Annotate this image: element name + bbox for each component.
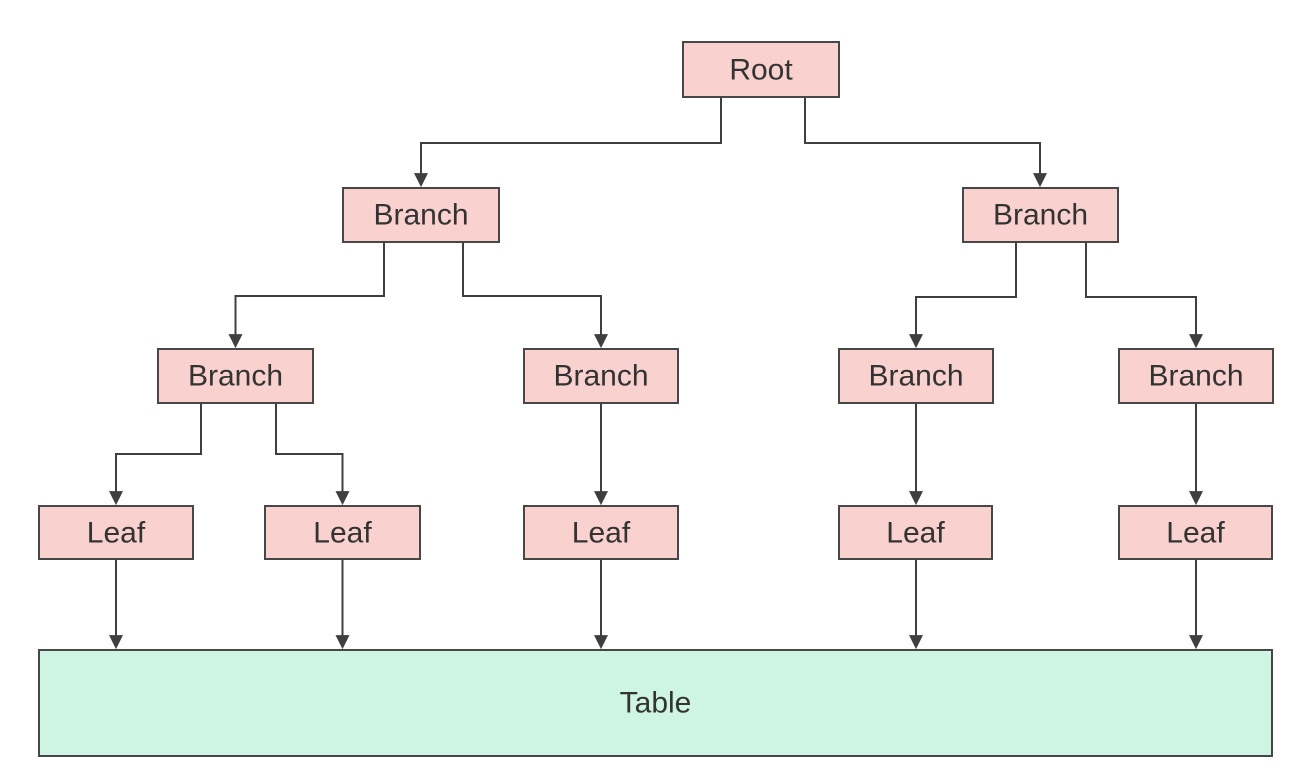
node-branch-right-label: Branch: [993, 199, 1088, 232]
node-leaf-2: Leaf: [264, 505, 421, 560]
node-branch-2-label: Branch: [553, 360, 648, 393]
edge-layer: [109, 97, 1203, 650]
node-leaf-5-label: Leaf: [1166, 517, 1225, 550]
node-branch-left-box: [342, 187, 500, 243]
node-branch-4-box: [1118, 348, 1274, 404]
edge-branch-left-to-branch-1: [228, 242, 385, 349]
node-table-label: Table: [620, 687, 692, 720]
node-leaf-2-box: [264, 505, 421, 560]
node-branch-3-box: [838, 348, 994, 404]
edge-root-to-branch-left: [414, 97, 722, 188]
edge-branch-right-to-branch-3: [909, 242, 1017, 349]
edge-branch-right-to-branch-4: [1085, 242, 1203, 349]
edge-branch-1-to-leaf-1: [109, 403, 202, 506]
node-branch-2-box: [523, 348, 679, 404]
edge-root-to-branch-right: [804, 97, 1047, 188]
node-branch-left: Branch: [342, 187, 500, 243]
node-leaf-1-label: Leaf: [87, 517, 146, 550]
node-root-label: Root: [729, 54, 793, 87]
node-branch-right-box: [962, 187, 1119, 243]
node-branch-right: Branch: [962, 187, 1119, 243]
node-leaf-3: Leaf: [523, 505, 679, 560]
node-branch-3-label: Branch: [868, 360, 963, 393]
node-branch-1: Branch: [157, 348, 314, 404]
node-leaf-3-label: Leaf: [572, 517, 631, 550]
node-branch-2: Branch: [523, 348, 679, 404]
node-leaf-4-box: [838, 505, 993, 560]
node-branch-1-box: [157, 348, 314, 404]
node-branch-4: Branch: [1118, 348, 1274, 404]
node-leaf-5: Leaf: [1118, 505, 1273, 560]
node-leaf-3-box: [523, 505, 679, 560]
node-root: Root: [682, 41, 840, 98]
edge-branch-left-to-branch-2: [462, 242, 608, 349]
node-table: Table: [38, 649, 1273, 757]
node-leaf-1: Leaf: [38, 505, 194, 560]
node-leaf-5-box: [1118, 505, 1273, 560]
node-root-box: [682, 41, 840, 98]
node-leaf-1-box: [38, 505, 194, 560]
node-table-box: [38, 649, 1273, 757]
node-leaf-4-label: Leaf: [886, 517, 945, 550]
node-branch-3: Branch: [838, 348, 994, 404]
node-branch-1-label: Branch: [188, 360, 283, 393]
node-branch-4-label: Branch: [1148, 360, 1243, 393]
edge-branch-1-to-leaf-2: [275, 403, 350, 506]
node-leaf-4: Leaf: [838, 505, 993, 560]
node-leaf-2-label: Leaf: [313, 517, 372, 550]
node-branch-left-label: Branch: [373, 199, 468, 232]
